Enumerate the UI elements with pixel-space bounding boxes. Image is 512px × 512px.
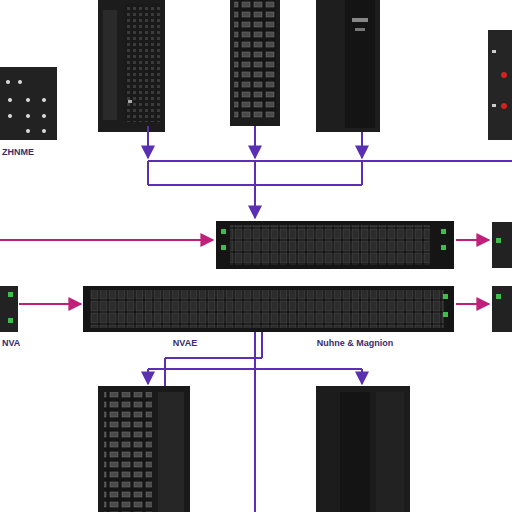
server-tower bbox=[316, 0, 380, 132]
device-label: NVAE bbox=[172, 338, 198, 349]
server-tower bbox=[230, 0, 280, 126]
side-panel bbox=[488, 30, 512, 140]
side-panel bbox=[492, 222, 512, 268]
side-panel bbox=[0, 286, 18, 332]
network-switch bbox=[83, 286, 454, 332]
cable bbox=[148, 126, 512, 218]
device-label: ZHNME bbox=[1, 147, 35, 158]
side-panel bbox=[492, 286, 512, 332]
server-tower bbox=[98, 0, 165, 132]
device-label: NVA bbox=[1, 338, 21, 349]
data-arrow bbox=[0, 240, 489, 304]
side-panel bbox=[0, 67, 57, 140]
device-label: Nuhne & Magnion bbox=[316, 338, 395, 349]
storage-unit bbox=[98, 386, 190, 512]
server-cabinet bbox=[316, 386, 410, 512]
network-switch bbox=[216, 221, 454, 269]
